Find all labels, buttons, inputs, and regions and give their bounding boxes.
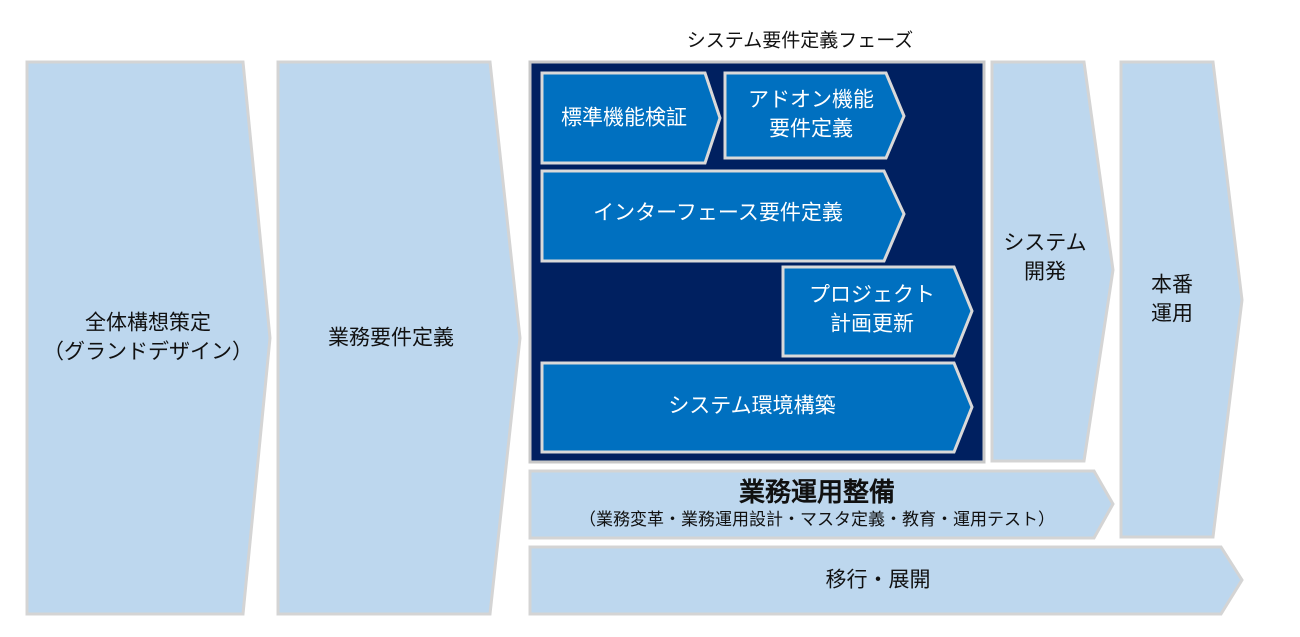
grand-design-chevron — [25, 60, 272, 616]
label-line: アドオン機能 — [748, 87, 874, 112]
migration-label: 移行・展開 — [825, 567, 931, 592]
project-plan-label: プロジェクト 計画更新 — [809, 281, 935, 340]
operations-title: 業務運用整備 — [738, 478, 895, 509]
label-line: 運用 — [1151, 302, 1193, 326]
label-line: （グランドデザイン） — [43, 340, 253, 364]
production-chevron — [1119, 60, 1244, 539]
production-label: 本番 運用 — [1151, 271, 1193, 330]
operations-arrow — [528, 469, 1115, 540]
project-plan-arrow — [781, 265, 974, 358]
environment-arrow — [540, 361, 974, 454]
operations-label: 業務運用整備 （業務変革・業務運用設計・マスタ定義・教育・運用テスト） — [579, 477, 1055, 531]
operations-detail: （業務変革・業務運用設計・マスタ定義・教育・運用テスト） — [579, 509, 1055, 530]
grand-design-label: 全体構想策定 （グランドデザイン） — [43, 309, 253, 368]
addon-label: アドオン機能 要件定義 — [748, 86, 874, 145]
label-line: システム — [1003, 230, 1087, 255]
label-line: プロジェクト — [809, 282, 935, 307]
system-development-chevron — [990, 60, 1115, 463]
system-development-label: システム 開発 — [1003, 229, 1086, 288]
interface-arrow — [540, 169, 906, 263]
business-requirements-label: 業務要件定義 — [328, 325, 454, 350]
phase-title: システム要件定義フェーズ — [686, 29, 914, 52]
label-line: 全体構想策定 — [85, 310, 211, 335]
standard-function-label: 標準機能検証 — [561, 105, 687, 130]
interface-label: インターフェース要件定義 — [593, 200, 843, 225]
migration-arrow — [528, 545, 1244, 616]
addon-arrow — [723, 71, 906, 160]
label-line: 本番 — [1151, 272, 1193, 297]
environment-label: システム環境構築 — [668, 393, 836, 418]
label-line: 要件定義 — [769, 117, 853, 141]
label-line: 計画更新 — [830, 312, 914, 336]
standard-function-arrow — [540, 71, 722, 165]
label-line: 開発 — [1024, 260, 1066, 284]
business-requirements-chevron — [276, 60, 522, 616]
